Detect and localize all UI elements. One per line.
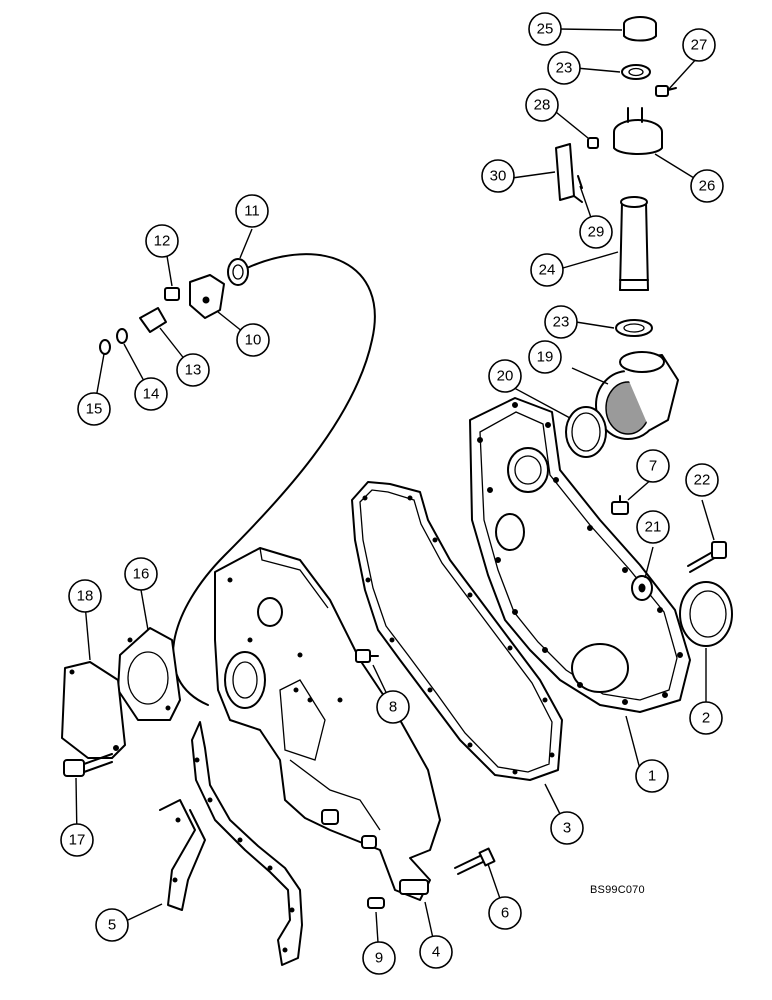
flange-part-10 — [189, 274, 225, 319]
svg-text:19: 19 — [537, 349, 554, 366]
svg-text:4: 4 — [432, 944, 440, 961]
svg-text:15: 15 — [86, 401, 103, 418]
callout-28: 28 — [525, 88, 559, 122]
callout-9: 9 — [362, 941, 396, 975]
callout-22: 22 — [685, 463, 719, 497]
svg-text:3: 3 — [563, 820, 571, 837]
housing-gasket-part-5 — [159, 721, 303, 966]
cover-gasket-part-16 — [117, 627, 181, 721]
front-cover-part-1 — [469, 397, 691, 713]
screw-part-28 — [587, 137, 599, 149]
callout-14: 14 — [134, 377, 168, 411]
ring-part-14 — [116, 328, 128, 344]
callout-29: 29 — [579, 215, 613, 249]
callout-26: 26 — [690, 169, 724, 203]
svg-text:29: 29 — [588, 224, 605, 241]
svg-text:20: 20 — [497, 368, 514, 385]
callout-30: 30 — [481, 159, 515, 193]
seal-ring-part-20 — [565, 406, 607, 458]
washer-part-21 — [631, 575, 653, 601]
callout-12: 12 — [145, 224, 179, 258]
oil-line-loop — [172, 253, 376, 706]
callout-16: 16 — [124, 557, 158, 591]
ring-part-15 — [99, 339, 111, 355]
svg-text:2: 2 — [702, 710, 710, 727]
callout-23a: 23 — [547, 51, 581, 85]
callout-3: 3 — [550, 811, 584, 845]
dowel-pin-part-9 — [367, 897, 385, 909]
clamp-part-26 — [613, 107, 663, 155]
callout-1: 1 — [635, 759, 669, 793]
callout-25: 25 — [528, 12, 562, 46]
callout-17: 17 — [60, 823, 94, 857]
callout-15: 15 — [77, 392, 111, 426]
callout-6: 6 — [488, 896, 522, 930]
svg-text:22: 22 — [694, 472, 711, 489]
callout-8: 8 — [376, 690, 410, 724]
drawing-code-label: BS99C070 — [590, 884, 645, 896]
callout-4: 4 — [419, 935, 453, 969]
svg-text:9: 9 — [375, 950, 383, 967]
svg-text:30: 30 — [490, 168, 507, 185]
svg-text:18: 18 — [77, 588, 94, 605]
svg-text:10: 10 — [245, 332, 262, 349]
seal-ring-part-23-lower — [615, 319, 653, 337]
svg-text:14: 14 — [143, 386, 160, 403]
svg-text:16: 16 — [133, 566, 150, 583]
seal-ring-part-23-upper — [621, 64, 651, 80]
callout-11: 11 — [235, 194, 269, 228]
bolt-part-22 — [687, 541, 727, 573]
pin-part-29 — [577, 175, 583, 189]
gear-housing-part-4 — [214, 547, 441, 901]
svg-text:25: 25 — [537, 21, 554, 38]
svg-text:26: 26 — [699, 178, 716, 195]
bolt-part-7 — [611, 495, 629, 515]
callout-20: 20 — [488, 359, 522, 393]
svg-text:23: 23 — [553, 314, 570, 331]
svg-text:5: 5 — [108, 917, 116, 934]
oil-seal-part-2 — [679, 581, 733, 647]
filler-cap-part-25 — [623, 16, 657, 42]
svg-text:28: 28 — [534, 97, 551, 114]
svg-text:6: 6 — [501, 905, 509, 922]
svg-text:8: 8 — [389, 699, 397, 716]
bolt-part-8 — [355, 649, 379, 663]
callout-27: 27 — [682, 28, 716, 62]
cover-plate-part-18 — [61, 661, 126, 759]
callout-7: 7 — [636, 449, 670, 483]
callout-2: 2 — [689, 701, 723, 735]
callout-13: 13 — [176, 353, 210, 387]
callout-10: 10 — [236, 323, 270, 357]
elbow-housing-part-19 — [595, 351, 679, 440]
screw-part-27 — [655, 85, 677, 97]
callout-5: 5 — [95, 908, 129, 942]
callout-24: 24 — [530, 253, 564, 287]
svg-text:1: 1 — [648, 768, 656, 785]
svg-text:17: 17 — [69, 832, 86, 849]
svg-text:24: 24 — [539, 262, 556, 279]
callout-19: 19 — [528, 340, 562, 374]
screw-part-12 — [164, 287, 180, 301]
svg-text:7: 7 — [649, 458, 657, 475]
callout-18: 18 — [68, 579, 102, 613]
bracket-part-30 — [555, 143, 583, 203]
fill-tube-part-24 — [619, 196, 649, 291]
svg-text:21: 21 — [645, 519, 662, 536]
gasket-part-3 — [351, 481, 563, 781]
callout-21: 21 — [636, 510, 670, 544]
svg-text:13: 13 — [185, 362, 202, 379]
svg-text:11: 11 — [244, 203, 260, 220]
svg-text:27: 27 — [691, 37, 708, 54]
bolt-part-6 — [454, 847, 496, 875]
bolt-part-17 — [63, 753, 113, 777]
ring-part-11 — [227, 258, 249, 286]
svg-text:23: 23 — [556, 60, 573, 77]
svg-text:12: 12 — [154, 233, 171, 250]
fitting-part-13 — [139, 307, 167, 333]
callout-23b: 23 — [544, 305, 578, 339]
